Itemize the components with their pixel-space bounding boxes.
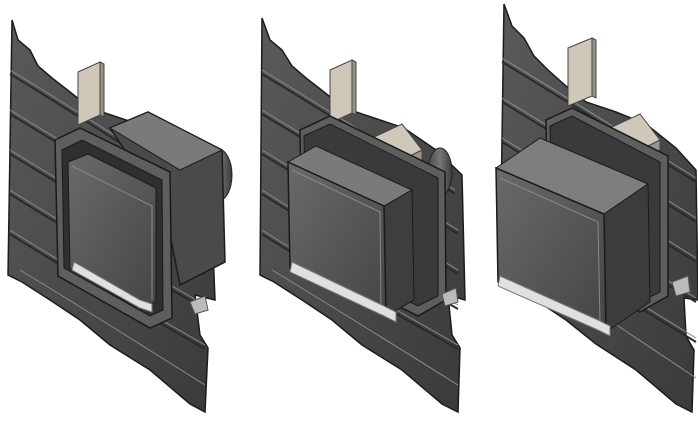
panel-1-flush-termination xyxy=(7,19,233,414)
panel-3-full-termination xyxy=(494,3,698,414)
panel-2-box-side xyxy=(383,189,415,317)
panel-3-sill xyxy=(497,275,611,337)
panel-2-sill xyxy=(289,261,397,323)
panel-2-medium-termination xyxy=(259,17,466,414)
panel-1-stud xyxy=(77,61,101,126)
panel-2-stud xyxy=(329,59,353,124)
panel-3-stud xyxy=(567,37,593,107)
panel-1-sill xyxy=(71,261,153,313)
